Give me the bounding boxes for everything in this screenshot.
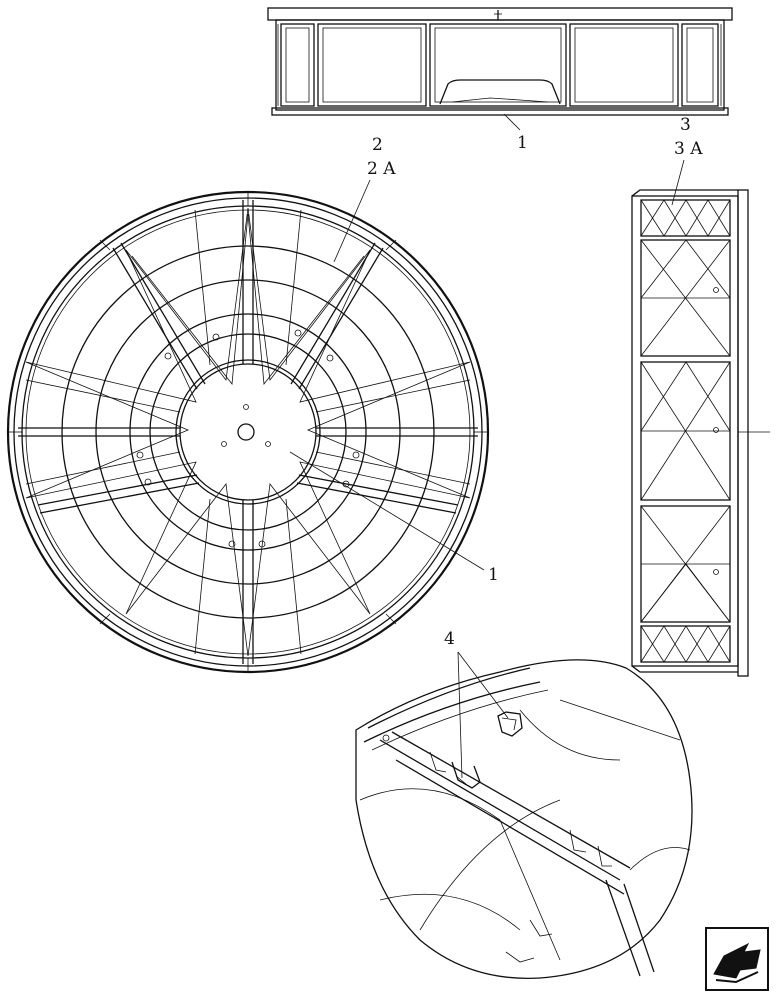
leader-line: [457, 651, 463, 779]
leader-line: [671, 159, 685, 206]
leader-line: [503, 113, 521, 131]
circular-fan-guard: [6, 190, 490, 674]
arrow-icon[interactable]: [705, 927, 769, 991]
callout-fan-guard-alt: 2 A: [367, 159, 396, 179]
callout-detail-clips: 4: [444, 629, 455, 649]
callout-top-panel: 1: [517, 133, 528, 153]
callout-side-panel-alt: 3 A: [674, 139, 703, 159]
detail-view: [355, 659, 693, 979]
top-frame-panel: [267, 7, 733, 116]
leader-line: [457, 651, 509, 719]
side-frame-panel: [631, 189, 770, 677]
callout-hub: 1: [488, 565, 499, 585]
callout-side-panel: 3: [680, 115, 691, 135]
callout-fan-guard: 2: [372, 135, 383, 155]
leader-line: [333, 179, 371, 263]
leader-line: [289, 451, 485, 571]
